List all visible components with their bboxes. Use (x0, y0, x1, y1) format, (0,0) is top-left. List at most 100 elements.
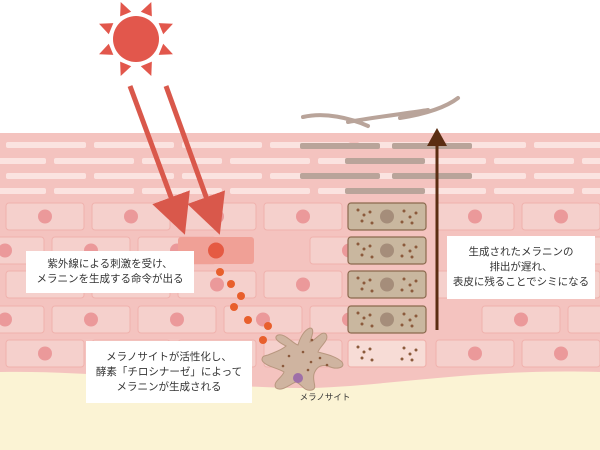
melanin-grain (356, 242, 360, 246)
stratum-strip (54, 158, 134, 164)
sun-ray (158, 43, 173, 55)
melanocyte-activation-note: メラノサイトが活性化し、 酵素「チロシナーゼ」によって メラニンが生成される (86, 341, 252, 403)
excretion-note-line-2: 排出が遅れ、 (489, 261, 553, 273)
melanin-grain (414, 245, 418, 249)
pigmented-cell-nucleus (380, 312, 394, 327)
melanin-dot (216, 268, 224, 276)
melanin-grain (414, 314, 418, 318)
melanin-grain (362, 350, 366, 354)
flaking-skin-icon (301, 96, 460, 128)
melanin-grain (400, 288, 404, 292)
melanin-grain (370, 358, 374, 362)
melanin-grain (402, 346, 406, 350)
stratum-strip (182, 173, 262, 179)
melanin-grain (410, 324, 414, 328)
melanin-grain (362, 281, 366, 285)
stratum-strip (0, 158, 46, 164)
melanin-grain (410, 255, 414, 259)
stratum-strip (494, 188, 574, 194)
melanin-dots (216, 268, 272, 344)
melanocyte-note-line-2: 酵素「チロシナーゼ」によって (95, 365, 243, 378)
melanin-grain (400, 254, 404, 258)
pigmented-cell-nucleus (380, 209, 394, 224)
cell-nucleus (296, 209, 310, 224)
melanin-grain (368, 313, 372, 317)
melanin-grain (408, 283, 412, 287)
pigmented-layer-strip (345, 158, 425, 164)
melanin-dot (230, 303, 238, 311)
cell-nucleus (468, 209, 482, 224)
melanin-dot (227, 280, 235, 288)
sun-ray (140, 2, 152, 17)
stratum-strip (142, 158, 222, 164)
sun-ray (120, 61, 132, 76)
melanin-grain (402, 312, 406, 316)
stratum-strip (406, 188, 486, 194)
cell-nucleus (554, 209, 568, 224)
stratum-strip (534, 142, 600, 148)
melanin-grain (368, 210, 372, 214)
stratum-strip (142, 188, 222, 194)
stratum-strip (534, 173, 600, 179)
stratum-strip (230, 158, 310, 164)
pigmented-cell (347, 339, 427, 368)
pigmented-cell-nucleus (380, 243, 394, 258)
melanin-grain (356, 276, 360, 280)
melanin-grain (408, 352, 412, 356)
sun-ray (120, 2, 132, 17)
melanin-grain (370, 324, 374, 328)
cell-nucleus (38, 346, 52, 361)
melanin-excretion-note: 生成されたメラニンの 排出が遅れ、 表皮に残ることでシミになる (447, 236, 595, 299)
melanin-grain (414, 348, 418, 352)
melanin-grain (400, 220, 404, 224)
pigmented-layer-strip (392, 173, 472, 179)
stratum-strip (0, 188, 46, 194)
melanin-grain (402, 209, 406, 213)
melanin-grain (362, 316, 366, 320)
stratum-strip (6, 173, 86, 179)
melanin-grain (362, 213, 366, 217)
excretion-note-line-3: 表皮に残ることでシミになる (452, 276, 590, 288)
cell-nucleus (38, 209, 52, 224)
skin-cell (567, 305, 600, 334)
melanin-grain (360, 219, 364, 223)
pigmented-layer-strip (300, 143, 380, 149)
melanin-grain (356, 345, 360, 349)
melanin-grain (400, 323, 404, 327)
melanin-grain (410, 289, 414, 293)
melanin-grain (368, 347, 372, 351)
melanin-grain (356, 311, 360, 315)
cell-nucleus (554, 346, 568, 361)
melanin-dot (264, 322, 272, 330)
melanin-grain (360, 356, 364, 360)
sun-ray (99, 43, 114, 55)
melanin-grain (360, 322, 364, 326)
stimulated-cell-nucleus (208, 242, 224, 259)
stratum-strip (582, 158, 600, 164)
melanin-grain (362, 247, 366, 251)
melanin-grain (368, 278, 372, 282)
skin-cell (0, 305, 45, 334)
melanocyte-note-line-1: メラノサイトが活性化し、 (106, 350, 232, 363)
stratum-strip (54, 188, 134, 194)
uv-note-line-1: 紫外線による刺激を受け、 (47, 258, 173, 270)
melanocyte-note-line-3: メラニンが生成される (116, 380, 222, 393)
stratum-strip (94, 142, 174, 148)
pigmented-cell-nucleus (380, 277, 394, 292)
melanin-grain (408, 249, 412, 253)
melanin-grain (410, 221, 414, 225)
stratum-strip (494, 158, 574, 164)
melanin-grain (408, 215, 412, 219)
excretion-arrow (427, 128, 447, 330)
uv-note-line-2: メラニンを生成する命令が出る (36, 273, 184, 285)
melanin-grain (360, 287, 364, 291)
melanin-grain (368, 244, 372, 248)
melanin-grain (400, 357, 404, 361)
cell-nucleus (514, 312, 528, 327)
melanin-grain (414, 279, 418, 283)
stratum-strip (582, 188, 600, 194)
pigmented-layer-strip (345, 188, 425, 194)
stratum-strip (230, 188, 310, 194)
sun-ray (158, 23, 173, 35)
stratum-strip (406, 158, 486, 164)
